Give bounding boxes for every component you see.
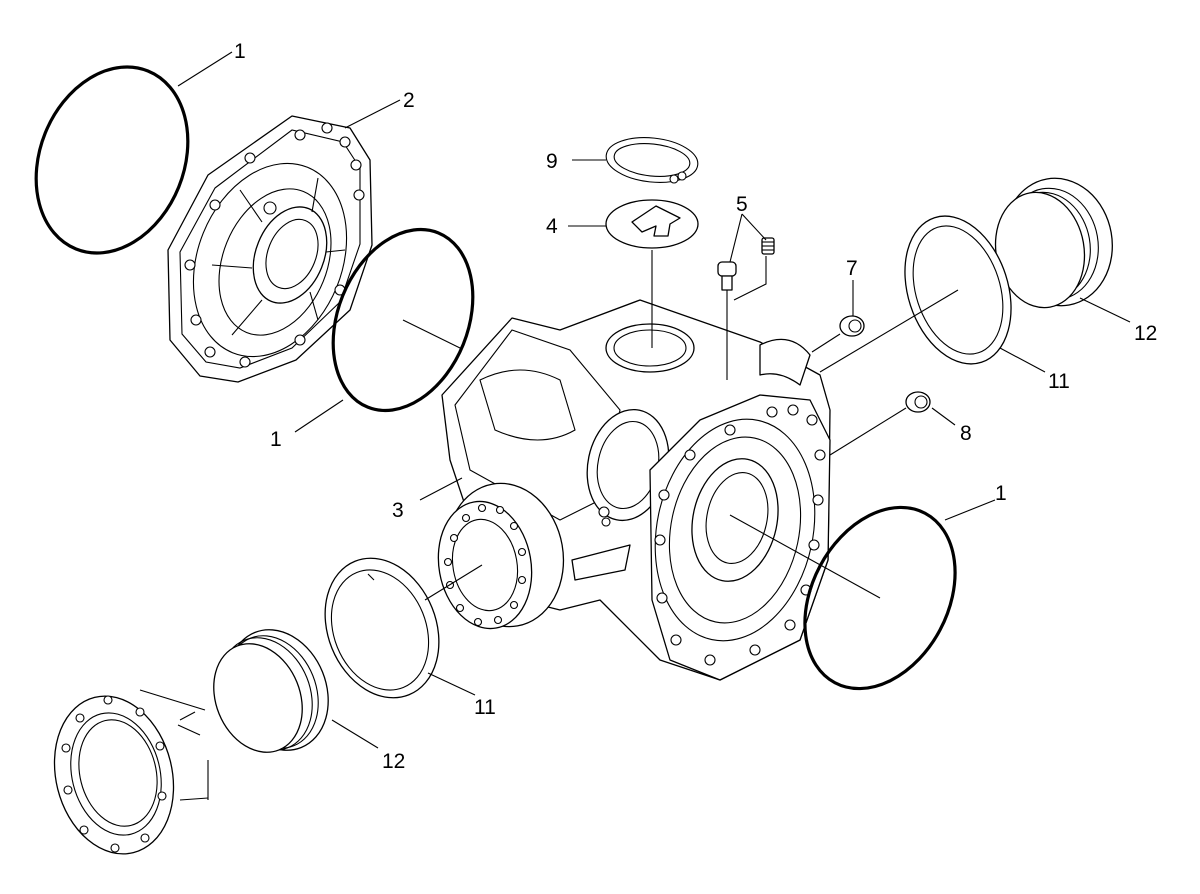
seal-left: [324, 557, 440, 699]
plug-7: [839, 315, 865, 337]
callout-1-right: 1: [995, 482, 1007, 505]
callout-7: 7: [846, 257, 858, 280]
callout-11-right: 11: [1048, 370, 1070, 393]
callout-4: 4: [546, 215, 558, 238]
plug-8: [905, 391, 931, 413]
callout-2: 2: [403, 89, 415, 112]
callout-1-middle: 1: [270, 428, 282, 451]
o-ring-right: [803, 505, 957, 691]
cover-plate: [167, 115, 373, 383]
callout-labels: 1 2 9 4 5 7 12 11 8 1 3 1 11 12: [234, 40, 1157, 773]
callout-11-left: 11: [474, 696, 496, 719]
bearing-cup-right: [994, 177, 1113, 309]
leader-lines: [177, 51, 1131, 749]
callout-9: 9: [546, 150, 558, 173]
snap-ring: [605, 137, 699, 184]
flange-boss: [437, 482, 565, 630]
logo-cap: [605, 199, 699, 249]
o-ring-top-left: [34, 65, 190, 255]
callout-12-left: 12: [382, 750, 405, 773]
bolt-and-set-screw: [717, 237, 775, 291]
o-ring-middle: [331, 227, 475, 413]
callout-5: 5: [736, 193, 748, 216]
callout-12-right: 12: [1134, 322, 1157, 345]
callout-3: 3: [392, 499, 404, 522]
callout-1-top-left: 1: [234, 40, 246, 63]
end-flange-plate: [53, 689, 209, 855]
callout-8: 8: [960, 422, 972, 445]
bearing-cup-left: [213, 629, 329, 753]
